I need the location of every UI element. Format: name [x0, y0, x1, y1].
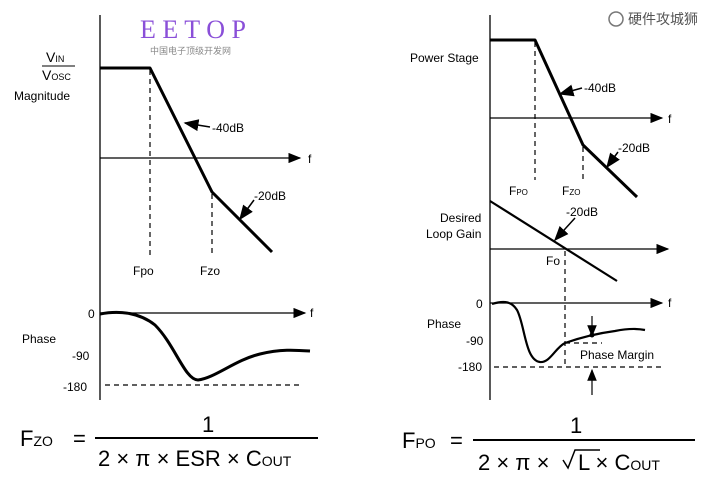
slope-40db-label: -40dB: [584, 81, 616, 95]
slope-arrow: [558, 84, 583, 97]
tick-90: -90: [72, 349, 90, 363]
f-axis-label: f: [308, 152, 312, 166]
left-magnitude-curve: [100, 66, 274, 254]
magnitude-label: Magnitude: [14, 89, 70, 103]
phase-label: Phase: [22, 332, 56, 346]
sqrt-icon: [562, 449, 600, 470]
fpo-label: Fpo: [133, 264, 154, 278]
slope-arrow: [183, 119, 211, 132]
denominator-part: 2 × π ×: [478, 450, 549, 475]
left-phase-curve: [99, 310, 311, 382]
wechat-icon: [608, 11, 624, 27]
loop-gain-label: Loop Gain: [426, 227, 481, 241]
tick-0: 0: [476, 297, 483, 311]
tick-90: -90: [466, 334, 484, 348]
fpo-formula: FPO = 1 2 × π × L × COUT: [402, 413, 695, 475]
right-phase-curve: [491, 300, 646, 364]
slope-arrow: [606, 151, 620, 169]
eetop-logo: E E T O P: [140, 15, 246, 44]
fzo-label: Fzo: [200, 264, 220, 278]
left-plot: f VIN VOSC Magnitude Fpo Fzo -40dB -20dB…: [14, 15, 314, 400]
phase-label: Phase: [427, 317, 461, 331]
vosc-label: VOSC: [42, 67, 71, 83]
wechat-account: 硬件攻城狮: [628, 11, 698, 27]
tick-180: -180: [63, 380, 87, 394]
wechat-watermark: 硬件攻城狮: [608, 11, 698, 27]
equals: =: [73, 426, 86, 451]
equals: =: [450, 428, 463, 453]
slope-20db-label: -20dB: [254, 189, 286, 203]
numerator: 1: [202, 412, 214, 437]
eetop-watermark: E E T O P 中国电子顶级开发网: [140, 15, 246, 56]
eetop-subtitle: 中国电子顶级开发网: [150, 45, 231, 56]
denominator: 2 × π × ESR × COUT: [98, 446, 292, 471]
loop-slope-label: -20dB: [566, 205, 598, 219]
slope-40db-label: -40dB: [212, 121, 244, 135]
fzo-label: FZO: [562, 184, 580, 198]
phase-margin-label: Phase Margin: [580, 348, 654, 362]
fzo-formula: FZO = 1 2 × π × ESR × COUT: [20, 412, 318, 471]
fpo-lhs: FPO: [402, 428, 436, 453]
f-axis-label: f: [668, 296, 672, 310]
tick-0: 0: [88, 307, 95, 321]
numerator: 1: [570, 413, 582, 438]
slope-20db-label: -20dB: [618, 141, 650, 155]
fzo-lhs: FZO: [20, 426, 53, 451]
f-axis-label: f: [310, 306, 314, 320]
right-plot: Power Stage f FPO FZO -40dB -20dB Desire…: [410, 15, 672, 400]
desired-label: Desired: [440, 211, 481, 225]
f-axis-label: f: [668, 112, 672, 126]
tick-180: -180: [458, 360, 482, 374]
denominator-part: L × COUT: [578, 450, 660, 475]
slope-arrow: [239, 199, 255, 221]
fo-label: Fo: [546, 254, 560, 268]
loop-gain-line: [489, 200, 618, 282]
phase-point: [589, 332, 595, 338]
power-stage-label: Power Stage: [410, 51, 479, 65]
vin-label: VIN: [46, 49, 64, 65]
fpo-label: FPO: [509, 184, 528, 198]
slope-arrow: [553, 217, 576, 242]
